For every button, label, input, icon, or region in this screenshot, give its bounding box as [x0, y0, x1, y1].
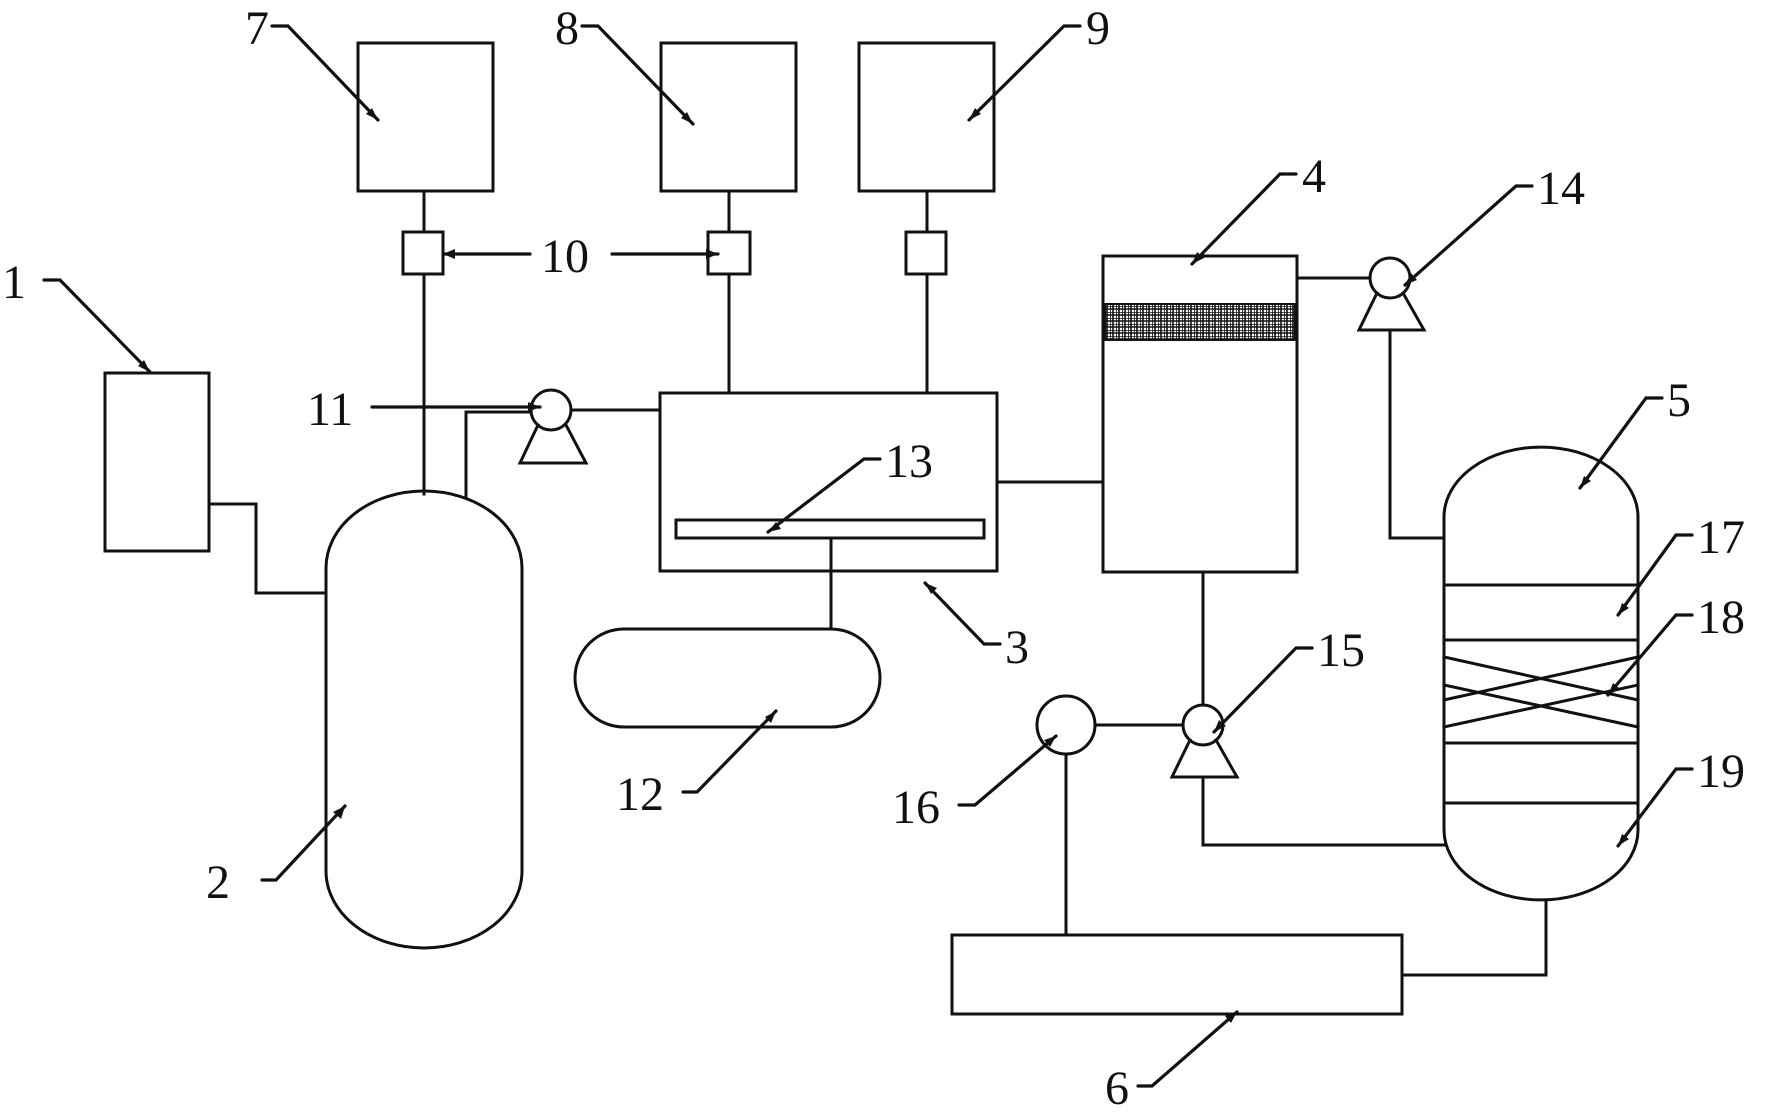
label-18: 18: [1697, 591, 1745, 644]
arrowhead-6: [1225, 1012, 1237, 1023]
label-1: 1: [2, 256, 26, 309]
leader-19: [1616, 767, 1694, 848]
label-8: 8: [555, 2, 579, 55]
arrowhead-3: [925, 583, 937, 594]
leader-4: [1190, 172, 1298, 266]
arrowhead-11: [528, 402, 540, 412]
label-14: 14: [1537, 162, 1585, 215]
leader-6: [1136, 1010, 1239, 1088]
label-12: 12: [616, 768, 664, 821]
arrowhead-19: [1618, 834, 1629, 846]
equipment-10-valve-a: [401, 230, 445, 276]
label-3: 3: [1005, 621, 1029, 674]
label-11: 11: [307, 383, 353, 436]
label-4: 4: [1302, 150, 1326, 203]
equipment-5-reactor: [1442, 445, 1640, 902]
label-10: 10: [541, 230, 589, 283]
leader-15: [1212, 646, 1314, 734]
arrowhead-16: [1044, 736, 1056, 747]
equipment-11-pump: [517, 388, 589, 465]
equipment-10-valve-c: [904, 230, 948, 276]
arrowhead-14: [1405, 273, 1417, 285]
equipment-14-pump: [1356, 256, 1427, 332]
leader-8: [580, 24, 695, 126]
label-16: 16: [892, 781, 940, 834]
equipment-8-tank: [659, 41, 798, 193]
label-7: 7: [245, 2, 269, 55]
label-13: 13: [885, 435, 933, 488]
equipment-2-vessel: [324, 489, 524, 950]
leader-9: [967, 24, 1082, 122]
equipment-15-pump: [1169, 703, 1240, 779]
equipment-4-filter-mesh: [1104, 303, 1296, 341]
equipment-7-tank: [356, 41, 495, 193]
label-9: 9: [1086, 2, 1110, 55]
arrowhead-2: [333, 806, 345, 819]
label-6: 6: [1105, 1062, 1129, 1114]
leader-3: [923, 581, 1002, 646]
arrowhead-1: [138, 360, 150, 372]
pipe-1-to-2: [207, 502, 328, 595]
equipment-13-plate: [674, 518, 986, 540]
arrowhead-10b: [706, 249, 718, 259]
leader-5: [1578, 396, 1664, 490]
equipment-6-tank: [950, 933, 1404, 1016]
label-5: 5: [1667, 374, 1691, 427]
arrowhead-18: [1608, 683, 1620, 695]
arrowhead-17: [1618, 603, 1629, 615]
arrowhead-5: [1580, 476, 1591, 488]
pipe-14-to-5: [1388, 328, 1446, 540]
equipment-1-box: [103, 371, 211, 553]
label-17: 17: [1697, 511, 1745, 564]
leader-16: [957, 734, 1058, 807]
leader-17: [1616, 533, 1694, 617]
arrowhead-7: [366, 108, 378, 120]
arrowhead-10a: [443, 249, 455, 259]
equipment-3-tank: [658, 391, 999, 573]
label-2: 2: [206, 856, 230, 909]
equipment-12-capsule: [573, 627, 882, 729]
leader-2: [260, 804, 347, 882]
leader-18: [1606, 613, 1694, 697]
leader-13: [766, 457, 882, 534]
leader-14: [1403, 184, 1534, 287]
arrowhead-12: [765, 711, 776, 723]
equipment-18-packing: [1442, 655, 1640, 729]
pipe-5-to-6: [1400, 898, 1548, 977]
label-15: 15: [1317, 624, 1365, 677]
arrowhead-4: [1192, 252, 1204, 264]
arrowhead-8: [681, 112, 693, 124]
leader-7: [270, 24, 380, 122]
leader-1: [42, 278, 152, 374]
arrowhead-9: [969, 108, 981, 120]
label-19: 19: [1697, 745, 1745, 798]
arrowhead-15: [1214, 720, 1226, 732]
leader-12: [681, 709, 778, 794]
pipe-2-to-11: [464, 410, 533, 500]
pipe-15-to-5: [1201, 775, 1446, 847]
arrowhead-13: [768, 522, 781, 532]
